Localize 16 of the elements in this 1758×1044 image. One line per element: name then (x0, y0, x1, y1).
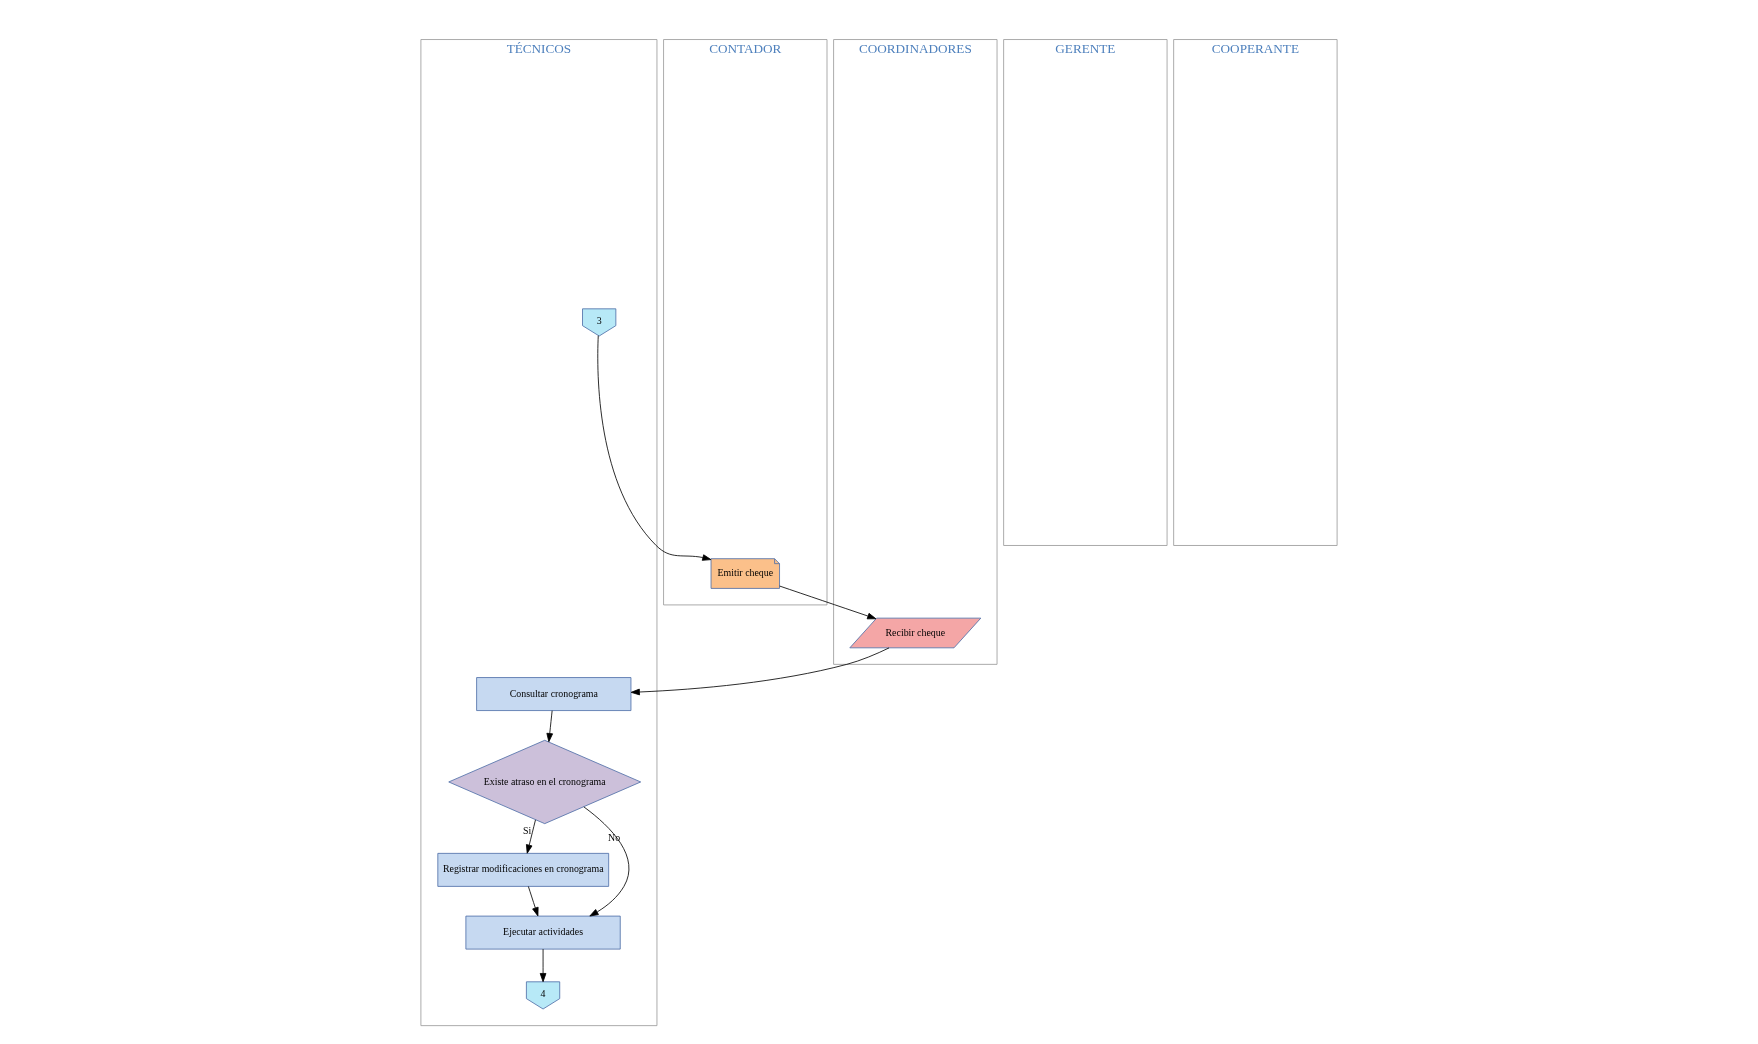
edge-label: No (608, 831, 621, 843)
edge-label: Si (523, 824, 532, 836)
arrow (630, 647, 890, 696)
arrow (583, 806, 630, 917)
node-box: Ejecutar actividades (465, 915, 621, 950)
arrow (525, 819, 536, 854)
arrow (527, 886, 539, 917)
arrow (539, 948, 547, 983)
node-box: GERENTE (1003, 39, 1168, 546)
arrow (597, 335, 712, 561)
node-box: Registrar modificaciones en cronograma (437, 852, 610, 887)
arrow (546, 710, 553, 743)
arrow (779, 585, 877, 620)
node-box: Consultar cronograma (476, 677, 632, 711)
node-box: COOPERANTE (1173, 39, 1338, 546)
node-diamond: Existe atraso en el cronograma (448, 739, 642, 825)
